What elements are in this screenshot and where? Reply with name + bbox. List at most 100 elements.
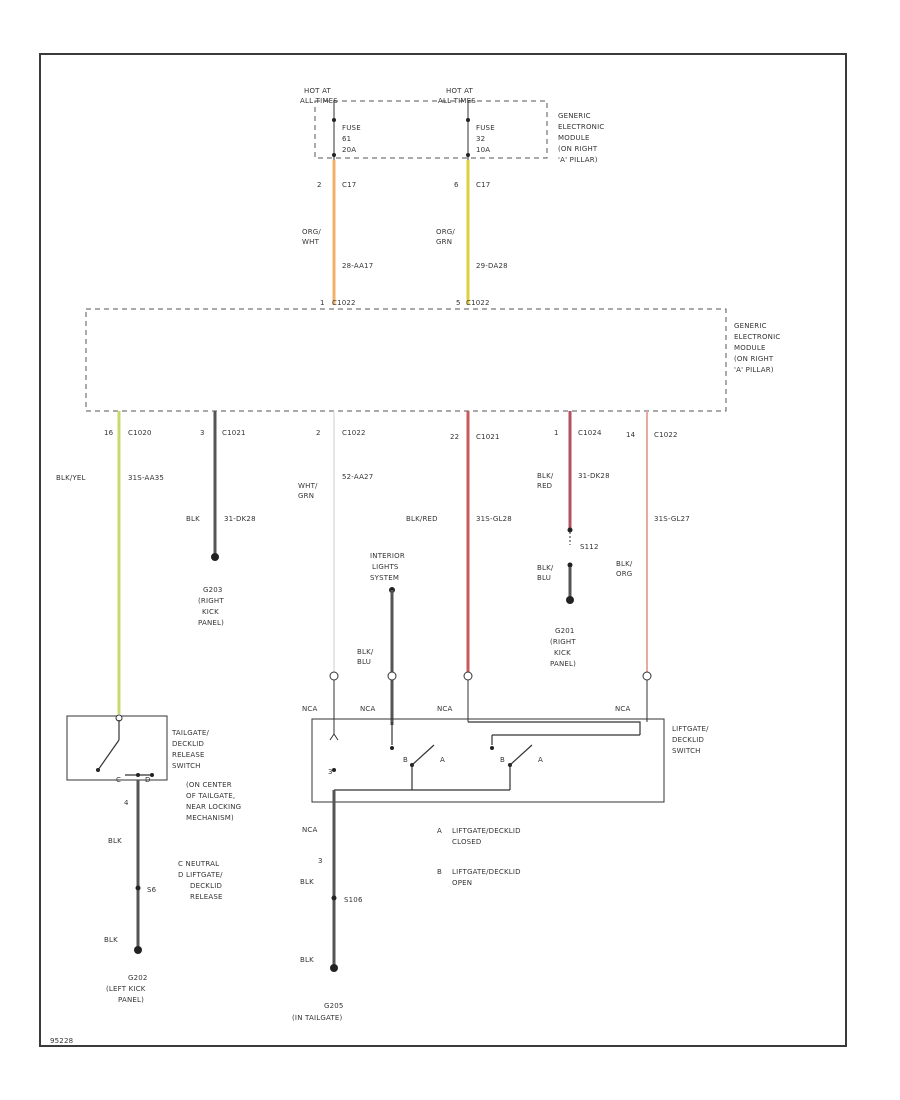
tg-3: RELEASE	[172, 751, 205, 759]
w2-color1: ORG/	[436, 228, 455, 236]
fuse2-dot-top	[466, 118, 470, 122]
w7-color2: RED	[537, 482, 552, 490]
w5-circuit: 52-AA27	[342, 473, 373, 481]
fuse2c: 10A	[476, 146, 490, 154]
tg-7: NEAR LOCKING	[186, 803, 241, 811]
hot2b-label: ALL TIMES	[438, 97, 476, 105]
conn-ring-4	[642, 671, 652, 681]
gem-mid-2: ELECTRONIC	[734, 333, 780, 341]
o4-con: C1021	[476, 433, 500, 441]
gem-in1-pin: 1	[320, 299, 325, 307]
sw2-blade	[509, 744, 533, 766]
lg-label-2: DECKLID	[672, 736, 704, 744]
w3-circuit: 31S-AA35	[128, 474, 164, 482]
tg-sw-blade	[97, 739, 120, 771]
nca-3: NCA	[437, 705, 453, 713]
sw1-b: B	[403, 756, 408, 764]
sw1-a: A	[440, 756, 445, 764]
tg-note-4: RELEASE	[190, 893, 223, 901]
w10-color1: BLK/	[357, 648, 374, 656]
w13-color2: BLK	[300, 878, 314, 886]
lg-pin-3: 3	[318, 857, 323, 865]
w5-color1: WHT/	[298, 482, 318, 490]
g205-2: (IN TAILGATE)	[292, 1014, 343, 1022]
o2-con: C1021	[222, 429, 246, 437]
w9-color2: BLU	[537, 574, 551, 582]
diagram-border	[39, 53, 847, 1047]
w3-color: BLK/YEL	[56, 474, 86, 482]
gem-in2-con: C1022	[466, 299, 490, 307]
lg-pin3-label: 3	[328, 768, 333, 776]
o1-con: C1020	[128, 429, 152, 437]
hot1-label: HOT AT	[304, 87, 332, 95]
fuse2-dot-bot	[466, 153, 470, 157]
w13-color1: NCA	[302, 826, 318, 834]
c2-pin: 6	[454, 181, 459, 189]
gem-in2-pin: 5	[456, 299, 461, 307]
g201-ground-icon	[566, 596, 574, 604]
c1-con: C17	[342, 181, 356, 189]
c1-pin: 2	[317, 181, 322, 189]
leg-b-key: B	[437, 868, 442, 876]
gem-in1-con: C1022	[332, 299, 356, 307]
liftgate-switch-box	[311, 718, 665, 803]
lg-pin-arrow	[329, 733, 339, 741]
g-left-1: G202	[128, 974, 148, 982]
o5-con: C1024	[578, 429, 602, 437]
g-left-ground-icon	[134, 946, 142, 954]
tg-sw-dot2	[136, 773, 140, 777]
nca-1: NCA	[302, 705, 318, 713]
w7-circuit: 31-DK28	[578, 472, 610, 480]
tg-8: MECHANISM)	[186, 814, 234, 822]
o3-pin: 2	[316, 429, 321, 437]
gem-top-4: (ON RIGHT	[558, 145, 598, 153]
s112-dot2	[567, 562, 573, 568]
o6-pin: 14	[626, 431, 636, 439]
s106-label: S106	[344, 896, 363, 904]
o6-con: C1022	[654, 431, 678, 439]
w8-color1: BLK/	[616, 560, 633, 568]
conn-ring-2	[387, 671, 397, 681]
gem-module-outline	[85, 308, 727, 412]
leg-b-2: OPEN	[452, 879, 472, 887]
w4-circuit: 31-DK28	[224, 515, 256, 523]
lg-pin3-dot	[332, 768, 336, 772]
w12-color: BLK	[104, 936, 118, 944]
gem-top-5: 'A' PILLAR)	[558, 156, 598, 164]
fuse1b: 61	[342, 135, 351, 143]
w6-color: BLK/RED	[406, 515, 438, 523]
g201-d: PANEL)	[550, 660, 576, 668]
o4-pin: 22	[450, 433, 459, 441]
g203-a: G203	[203, 586, 223, 594]
hot2-label: HOT AT	[446, 87, 474, 95]
w8-color2: ORG	[616, 570, 632, 578]
leg-a-1: LIFTGATE/DECKLID	[452, 827, 521, 835]
tg-d-mark: D	[145, 776, 151, 784]
w9-color1: BLK/	[537, 564, 554, 572]
g201-c: KICK	[554, 649, 571, 657]
fuse1-dot-top	[332, 118, 336, 122]
sw1-blade	[411, 744, 435, 766]
tg-5: (ON CENTER	[186, 781, 232, 789]
w11-color: BLK	[108, 837, 122, 845]
gem-mid-5: 'A' PILLAR)	[734, 366, 774, 374]
w6-circuit: 31S-GL28	[476, 515, 512, 523]
sw2-a: A	[538, 756, 543, 764]
tg-2: DECKLID	[172, 740, 204, 748]
ils-2: LIGHTS	[372, 563, 399, 571]
fuse2b: 32	[476, 135, 485, 143]
w1-color2: WHT	[302, 238, 320, 246]
fuse2a: FUSE	[476, 124, 495, 132]
nca-2: NCA	[360, 705, 376, 713]
s112-splice-dot	[567, 527, 573, 533]
fuse1c: 20A	[342, 146, 356, 154]
g205-1: G205	[324, 1002, 344, 1010]
o5-pin: 1	[554, 429, 559, 437]
gem-top-3: MODULE	[558, 134, 590, 142]
tg-4: SWITCH	[172, 762, 201, 770]
g201-a: G201	[555, 627, 575, 635]
tg-c-mark: C	[116, 776, 121, 784]
leg-a-2: CLOSED	[452, 838, 482, 846]
tailgate-switch-box	[66, 715, 168, 781]
